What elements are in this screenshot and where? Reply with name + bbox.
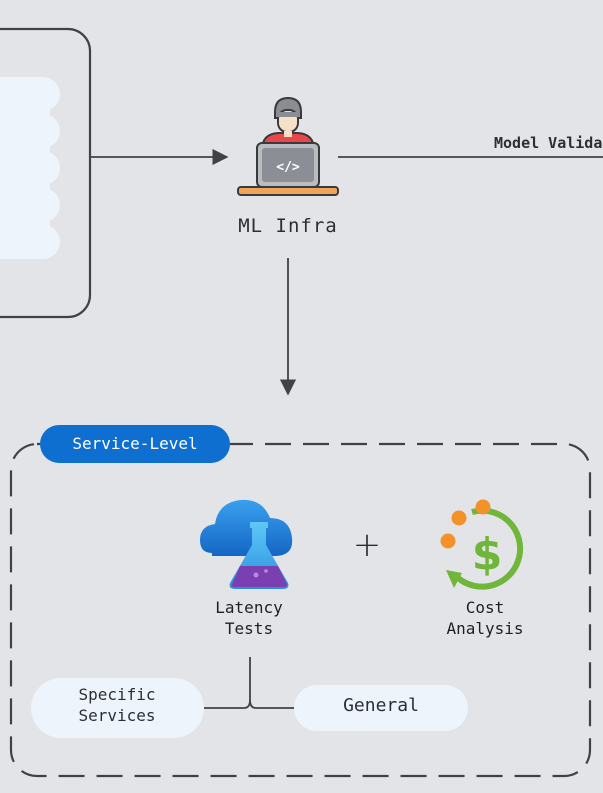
data-store-container [0, 27, 92, 319]
svg-text:</>: </> [276, 160, 300, 175]
cost-analysis-label-line2: Analysis [446, 619, 523, 638]
general-label: General [343, 695, 419, 716]
cost-dollar-icon: $ [440, 499, 524, 590]
specific-services-label-line1: Specific [78, 685, 155, 704]
cloud-flask-icon [200, 499, 293, 589]
cost-analysis-label-line1: Cost [466, 598, 505, 617]
service-level-label: Service-Level [72, 434, 197, 453]
specific-services-label-line2: Services [78, 706, 155, 725]
latency-tests-label-line2: Tests [225, 619, 273, 638]
latency-brace-connector [204, 657, 294, 709]
svg-text:$: $ [472, 529, 503, 580]
model-validation-label: Model Validation [494, 134, 603, 152]
ml-infra-label: ML Infra [238, 215, 338, 237]
general-pill: General [294, 685, 468, 731]
service-level-badge [40, 425, 230, 463]
ml-infra-engineer-icon: </> [237, 96, 339, 196]
data-store-stack-icon [0, 77, 60, 259]
service-level-group: Service-Level [9, 425, 592, 778]
latency-tests-label-line1: Latency [215, 598, 283, 617]
plus-symbol: + [353, 525, 382, 565]
specific-services-pill: Specific Services [31, 678, 204, 738]
